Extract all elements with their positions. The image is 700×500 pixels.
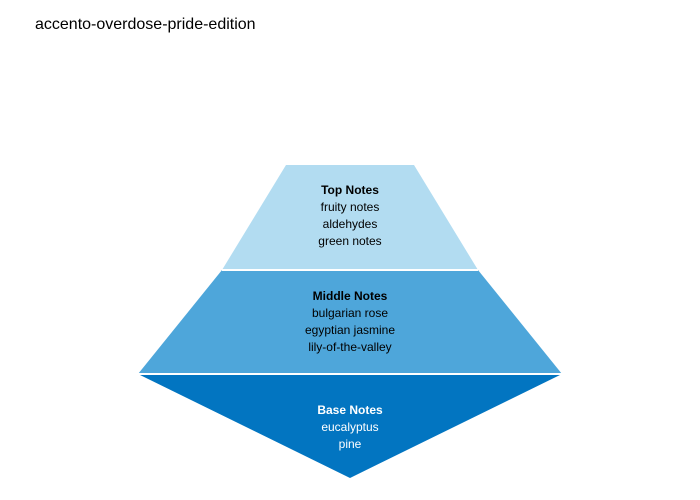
note-item: lily-of-the-valley — [308, 340, 392, 354]
top-notes-tier — [222, 165, 478, 270]
note-item: aldehydes — [322, 217, 378, 231]
note-item: egyptian jasmine — [304, 323, 396, 337]
tier-title: Middle Notes — [312, 289, 388, 303]
base-notes-tier — [138, 374, 562, 478]
note-item: bulgarian rose — [311, 306, 389, 320]
tier-title: Base Notes — [317, 403, 383, 417]
middle-notes-tier — [138, 270, 562, 374]
note-item: green notes — [318, 234, 382, 248]
page-title: accento-overdose-pride-edition — [35, 16, 256, 33]
tier-title: Top Notes — [321, 183, 379, 197]
note-item: fruity notes — [320, 200, 380, 214]
top-notes-label: Top Notes fruity notes aldehydes green n… — [200, 182, 500, 250]
note-item: pine — [338, 437, 362, 451]
note-item: eucalyptus — [321, 420, 379, 434]
base-notes-label: Base Notes eucalyptus pine — [200, 402, 500, 453]
middle-notes-label: Middle Notes bulgarian rose egyptian jas… — [200, 288, 500, 356]
